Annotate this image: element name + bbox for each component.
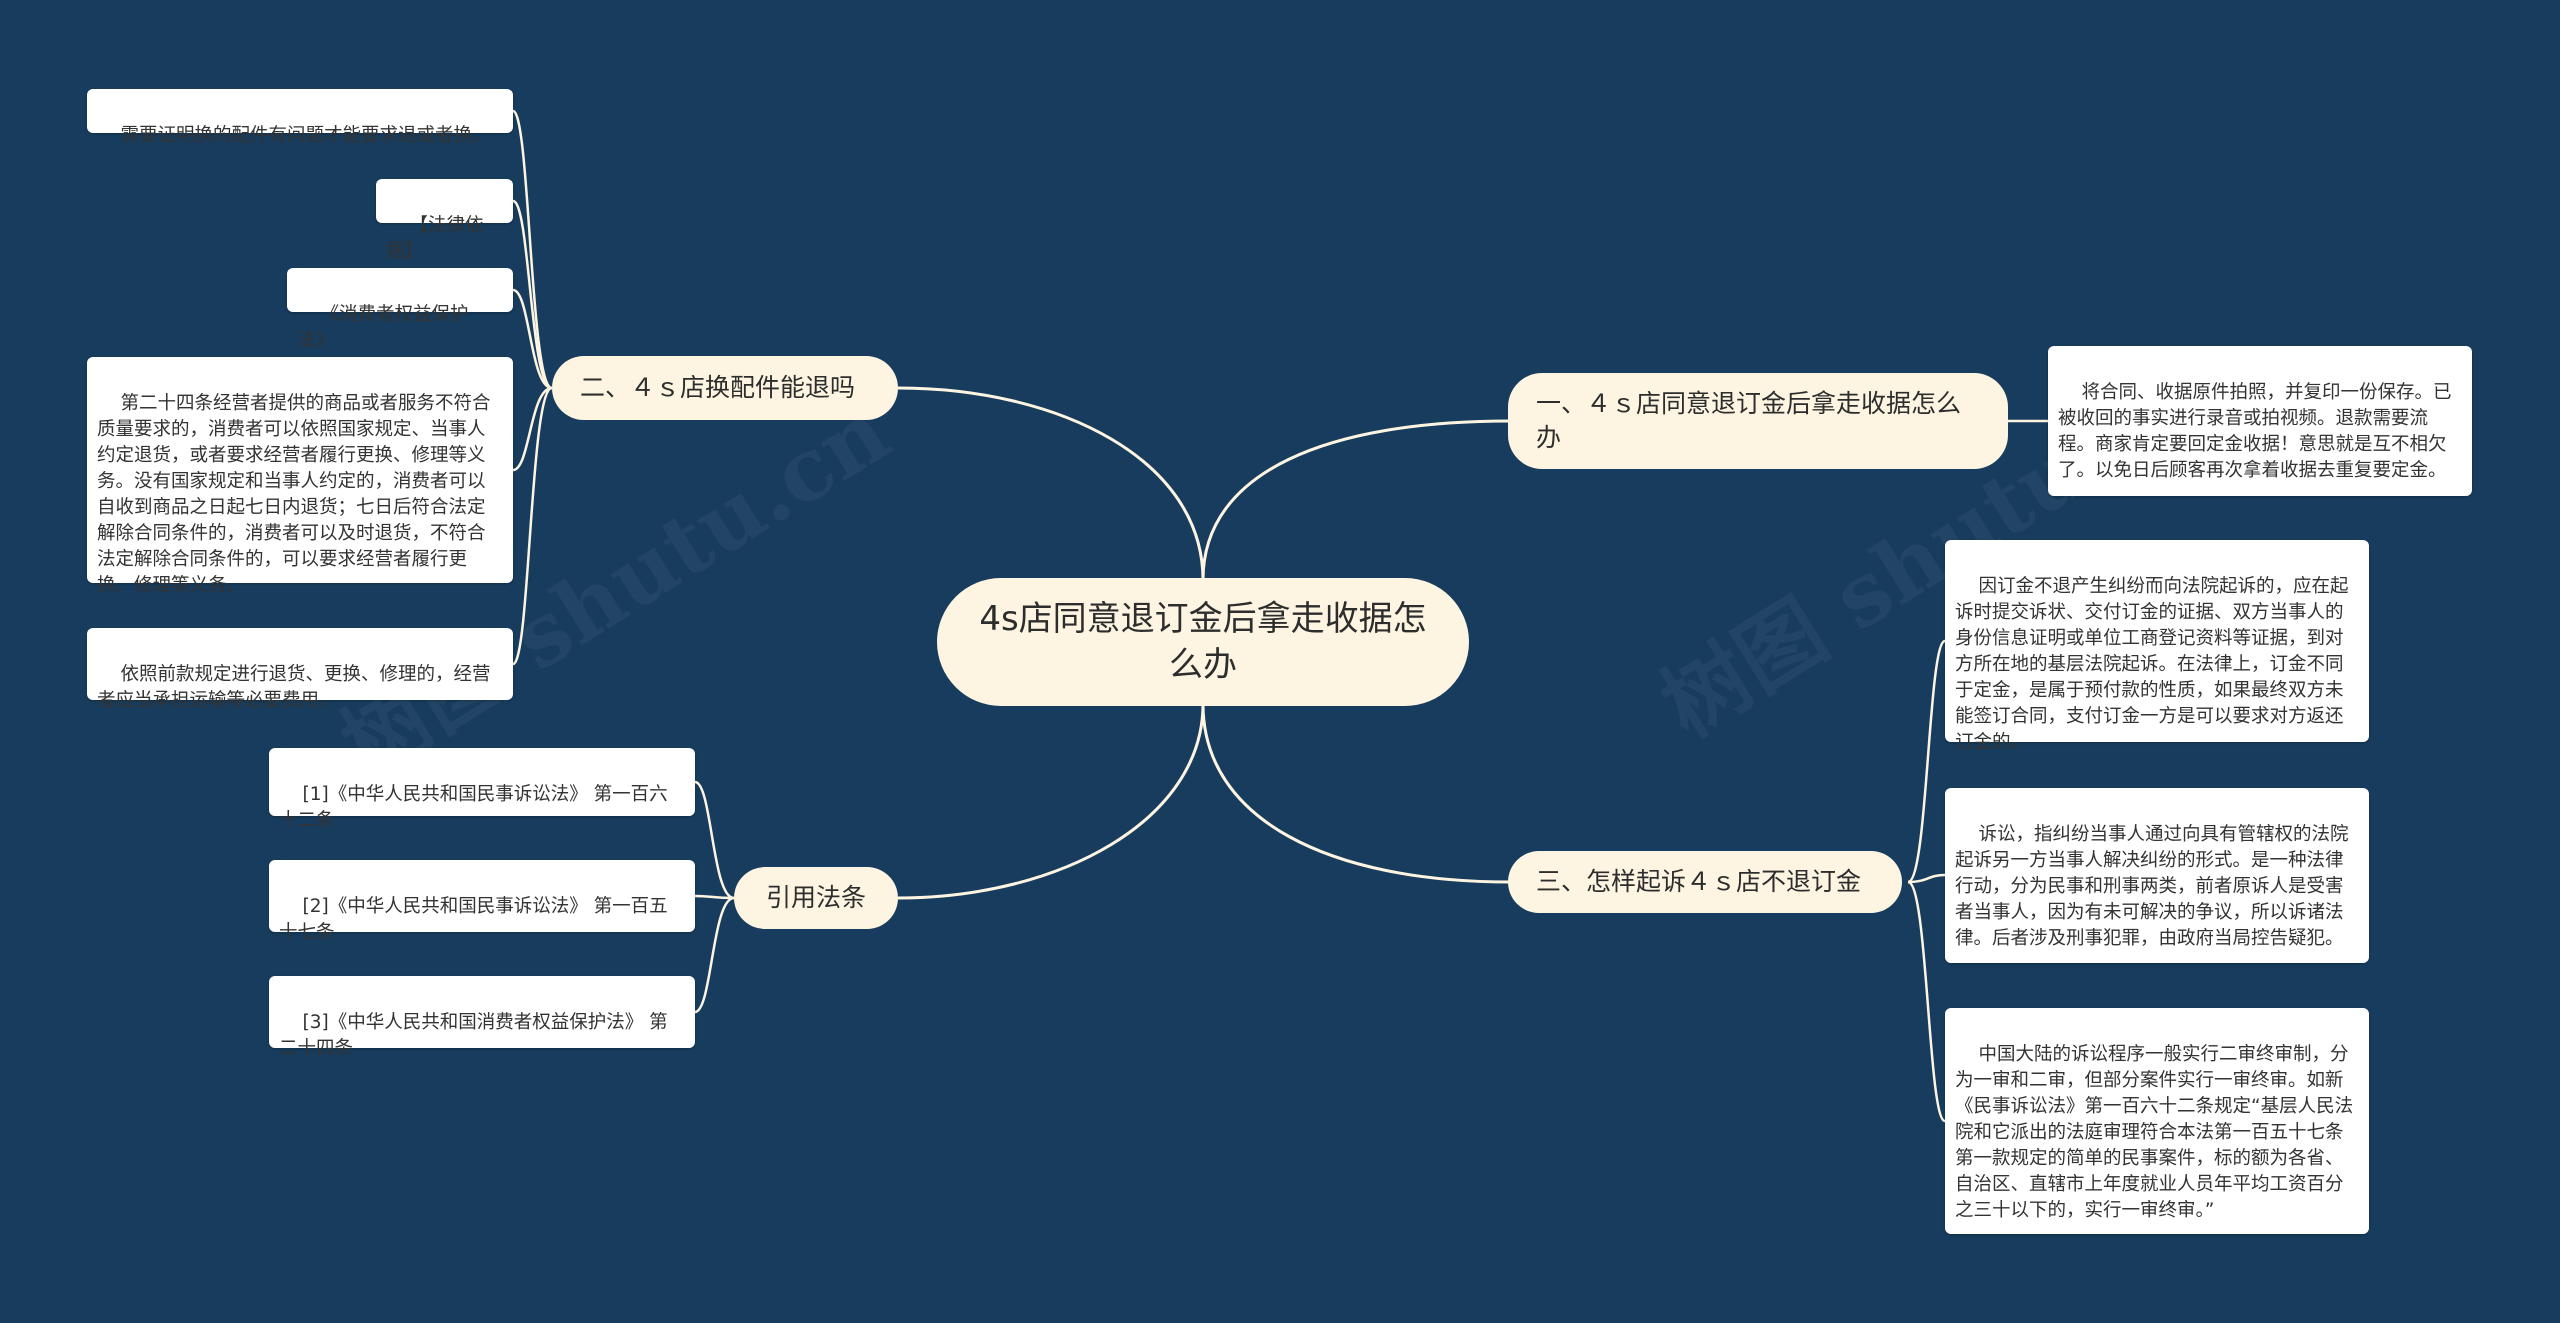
leaf-text: 第二十四条经营者提供的商品或者服务不符合质量要求的，消费者可以依照国家规定、当事…: [97, 393, 491, 596]
leaf-card[interactable]: [1]《中华人民共和国民事诉讼法》 第一百六十二条: [269, 748, 695, 831]
branch-node-b4[interactable]: 引用法条: [734, 867, 898, 929]
leaf-card[interactable]: 需要证明换的配件有问题才能要求退或者换。: [87, 89, 513, 146]
branch-label: 二、４ｓ店换配件能退吗: [580, 373, 856, 402]
leaf-text: [3]《中华人民共和国消费者权益保护法》 第二十四条: [279, 1012, 668, 1059]
leaf-card[interactable]: 【法律依据】: [376, 179, 513, 262]
connector-b2-leaf-4: [511, 386, 553, 666]
connector-b2-leaf-2: [512, 288, 553, 390]
leaf-text: 中国大陆的诉讼程序一般实行二审终审制，分为一审和二审，但部分案件实行一审终审。如…: [1955, 1044, 2354, 1221]
connector-b4-leaf-2: [694, 896, 735, 1014]
root-label: 4s店同意退订金后拿走收据怎么办: [979, 599, 1427, 685]
leaf-text: 依照前款规定进行退货、更换、修理的，经营者应当承担运输等必要费用。: [97, 664, 491, 711]
leaf-text: 将合同、收据原件拍照，并复印一份保存。已被收回的事实进行录音或拍视频。退款需要流…: [2058, 382, 2452, 481]
leaf-card[interactable]: 中国大陆的诉讼程序一般实行二审终审制，分为一审和二审，但部分案件实行一审终审。如…: [1945, 1008, 2369, 1234]
leaf-text: 诉讼，指纠纷当事人通过向具有管辖权的法院起诉另一方当事人解决纠纷的形式。是一种法…: [1955, 824, 2349, 949]
leaf-text: [2]《中华人民共和国民事诉讼法》 第一百五十七条: [279, 896, 668, 943]
connector-root-b4: [897, 703, 1205, 900]
leaf-card[interactable]: 将合同、收据原件拍照，并复印一份保存。已被收回的事实进行录音或拍视频。退款需要流…: [2048, 346, 2472, 496]
connector-root-b2: [897, 386, 1205, 581]
connector-b3-leaf-1: [1907, 873, 1946, 884]
connector-b2-leaf-0: [511, 109, 553, 390]
leaf-text: 需要证明换的配件有问题才能要求退或者换。: [120, 125, 491, 146]
leaf-card[interactable]: 《消费者权益保护法》: [287, 268, 513, 351]
leaf-text: 【法律依据】: [386, 215, 484, 262]
leaf-card[interactable]: 依照前款规定进行退货、更换、修理的，经营者应当承担运输等必要费用。: [87, 628, 513, 711]
leaf-card[interactable]: 诉讼，指纠纷当事人通过向具有管辖权的法院起诉另一方当事人解决纠纷的形式。是一种法…: [1945, 788, 2369, 963]
branch-node-b2[interactable]: 二、４ｓ店换配件能退吗: [552, 356, 898, 420]
connector-b4-leaf-0: [694, 780, 735, 900]
leaf-card[interactable]: [3]《中华人民共和国消费者权益保护法》 第二十四条: [269, 976, 695, 1059]
branch-node-b1[interactable]: 一、４ｓ店同意退订金后拿走收据怎么办: [1508, 373, 2008, 469]
connector-b4-leaf-1: [694, 894, 735, 900]
connector-root-b1: [1201, 419, 1511, 581]
connector-root-b3: [1201, 703, 1511, 884]
branch-label: 一、４ｓ店同意退订金后拿走收据怎么办: [1536, 389, 1962, 452]
connector-b2-leaf-3: [512, 386, 553, 472]
connector-b3-leaf-2: [1907, 880, 1947, 1123]
leaf-card[interactable]: 第二十四条经营者提供的商品或者服务不符合质量要求的，消费者可以依照国家规定、当事…: [87, 357, 513, 596]
branch-node-b3[interactable]: 三、怎样起诉４ｓ店不退订金: [1508, 851, 1902, 913]
leaf-card[interactable]: [2]《中华人民共和国民事诉讼法》 第一百五十七条: [269, 860, 695, 943]
connector-b2-leaf-1: [512, 199, 553, 390]
root-node[interactable]: 4s店同意退订金后拿走收据怎么办: [937, 578, 1469, 706]
leaf-text: [1]《中华人民共和国民事诉讼法》 第一百六十二条: [279, 784, 668, 831]
connector-b3-leaf-0: [1907, 639, 1947, 884]
branch-label: 三、怎样起诉４ｓ店不退订金: [1536, 867, 1862, 896]
leaf-text: 《消费者权益保护法》: [297, 304, 469, 351]
leaf-card[interactable]: 因订金不退产生纠纷而向法院起诉的，应在起诉时提交诉状、交付订金的证据、双方当事人…: [1945, 540, 2369, 753]
branch-label: 引用法条: [765, 883, 866, 912]
leaf-text: 因订金不退产生纠纷而向法院起诉的，应在起诉时提交诉状、交付订金的证据、双方当事人…: [1955, 576, 2349, 753]
